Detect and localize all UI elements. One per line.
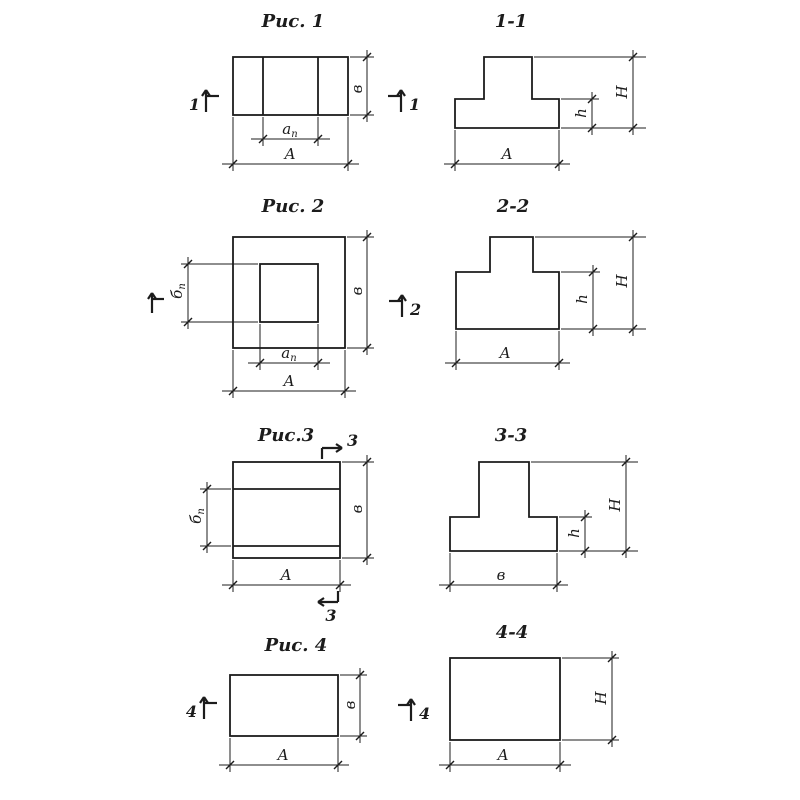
dim-label-H: H <box>606 498 624 513</box>
section-cut-mark-bottom: 3 <box>317 591 340 625</box>
figure-2-section: 2-2 h H А <box>445 196 646 370</box>
dim-label-A: А <box>500 145 512 163</box>
dimension-h: h <box>559 510 638 558</box>
section-cut-mark-left: 1 <box>189 89 219 114</box>
dimension-H: H <box>562 651 619 747</box>
dimension-B: в <box>342 455 374 565</box>
dimension-H: H <box>531 455 638 558</box>
figure-1-title: Рис. 1 <box>261 11 325 32</box>
dimension-h: h <box>561 92 646 135</box>
plan-outline <box>232 461 341 559</box>
dim-label-B: в <box>348 504 366 513</box>
dim-label-A: А <box>498 344 510 362</box>
section-cut-mark-right: 4 <box>398 698 430 723</box>
figure-3-plan: 3 бп А <box>187 431 374 625</box>
cut-mark-number: 4 <box>419 704 430 723</box>
dimension-B: в <box>340 668 367 743</box>
dim-label-B: в <box>348 84 366 93</box>
figure-3: Рис.3 3 бп <box>187 425 638 625</box>
section-2-2-title: 2-2 <box>496 196 530 217</box>
dim-label-H: H <box>592 691 610 706</box>
section-cut-mark-left: 4 <box>186 696 217 721</box>
figure-4-section: 4-4 H А <box>439 622 619 772</box>
dimension-A: А <box>219 738 349 772</box>
dim-label-h: h <box>573 294 591 304</box>
section-outline <box>449 461 558 552</box>
cut-mark-number: 2 <box>409 300 421 319</box>
dimension-H: H <box>534 50 646 135</box>
dimension-h: h <box>561 265 646 336</box>
dim-label-bp: бп <box>187 508 207 524</box>
dim-label-A: А <box>276 746 288 764</box>
dim-label-B: в <box>341 700 359 709</box>
dimension-A: А <box>222 560 351 592</box>
dimension-B: в <box>347 230 374 355</box>
dimension-A: А <box>439 742 571 772</box>
section-outline <box>454 56 560 129</box>
cut-mark-number: 3 <box>325 606 336 625</box>
figure-3-section: 3-3 h H в <box>439 425 638 592</box>
dimension-A: А <box>444 130 570 171</box>
section-outline <box>455 236 560 330</box>
plan-outline <box>232 236 346 349</box>
dimension-bp: бп <box>187 482 231 553</box>
cut-mark-number: 3 <box>347 431 358 450</box>
dim-label-A: А <box>279 566 291 584</box>
dimension-A: А <box>222 117 359 171</box>
figure-4-title: Рис. 4 <box>264 635 328 656</box>
dim-label-ap: ап <box>281 344 296 364</box>
dim-label-bp: бп <box>168 283 188 299</box>
dim-label-A: А <box>282 372 294 390</box>
dim-label-h: h <box>565 528 583 538</box>
dimension-ap: ап <box>248 324 330 370</box>
section-3-3-title: 3-3 <box>495 425 528 446</box>
dimension-B: в <box>439 553 568 592</box>
figure-3-title: Рис.3 <box>257 425 314 446</box>
section-cut-mark-top: 3 <box>320 431 358 459</box>
section-1-1-title: 1-1 <box>495 11 528 32</box>
section-cut-mark-right: 2 <box>389 294 421 319</box>
dim-label-B: в <box>497 566 506 584</box>
cut-mark-number: 1 <box>409 95 420 114</box>
dim-label-H: H <box>613 274 631 289</box>
cut-mark-number: 1 <box>189 95 200 114</box>
section-cut-mark-left <box>147 292 164 313</box>
dim-label-h: h <box>572 108 590 118</box>
figure-1-section: 1-1 А h H <box>444 11 646 171</box>
dim-label-H: H <box>613 85 631 100</box>
dimension-ap: ап <box>251 117 330 146</box>
plan-inner-outline <box>259 263 319 323</box>
dim-label-A: А <box>496 746 508 764</box>
plan-outline <box>232 56 349 116</box>
dim-label-B: в <box>348 286 366 295</box>
cut-mark-number: 4 <box>186 702 197 721</box>
section-cut-mark-right: 1 <box>388 89 420 114</box>
dimension-bp: бп <box>168 257 258 329</box>
dimension-A: А <box>445 331 570 370</box>
figure-1-plan: 1 1 ап А <box>189 50 420 171</box>
dim-label-ap: ап <box>282 120 297 140</box>
dimension-H: H <box>535 230 646 336</box>
figure-2: Рис. 2 бп 2 <box>147 196 646 398</box>
figure-2-plan: бп 2 ап <box>147 230 421 398</box>
figure-2-title: Рис. 2 <box>261 196 325 217</box>
figure-4: Рис. 4 4 4 в <box>186 622 619 772</box>
dimension-A: А <box>222 350 356 398</box>
plan-outline <box>229 674 339 737</box>
figure-4-plan: 4 4 в А <box>186 668 430 772</box>
dimension-B: в <box>348 50 374 122</box>
figure-1: Рис. 1 1 1 <box>189 11 646 171</box>
section-outline <box>449 657 561 741</box>
dim-label-A: А <box>283 145 295 163</box>
section-4-4-title: 4-4 <box>496 622 529 643</box>
